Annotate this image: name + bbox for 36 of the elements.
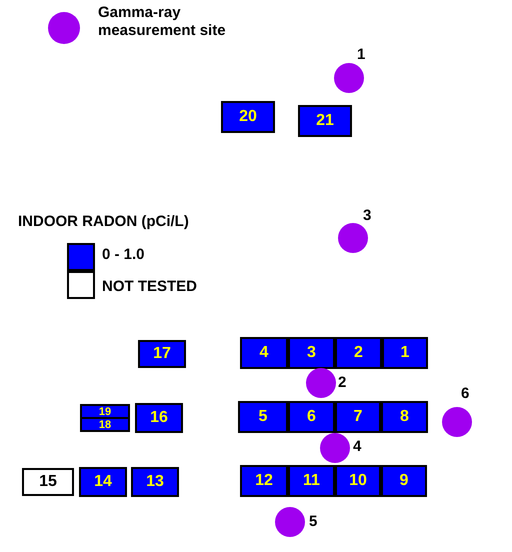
site-number: 6	[461, 385, 470, 402]
legend-text: 0 - 1.0	[102, 246, 145, 263]
legend-heading: INDOOR RADON (pCi/L)	[18, 213, 189, 230]
building-box: 2	[335, 337, 382, 369]
legend-text: NOT TESTED	[102, 278, 198, 295]
measurement-site-marker	[338, 223, 368, 253]
building-box: 8	[381, 401, 428, 433]
building-box: 18	[80, 417, 130, 432]
building-box: 1	[382, 337, 428, 369]
measurement-site-marker	[334, 63, 364, 93]
building-box: 13	[131, 467, 179, 497]
measurement-site-marker	[275, 507, 305, 537]
building-box: 3	[288, 337, 335, 369]
building-box: 6	[288, 401, 335, 433]
building-box: 21	[298, 105, 352, 137]
building-box: 14	[79, 467, 127, 497]
building-box: 11	[288, 465, 335, 497]
site-number: 3	[363, 207, 372, 224]
site-number: 5	[309, 513, 318, 530]
building-box: 15	[22, 468, 74, 496]
measurement-site-marker	[306, 368, 336, 398]
building-box: 17	[138, 340, 186, 368]
measurement-site-marker	[320, 433, 350, 463]
building-box: 4	[240, 337, 288, 369]
site-number: 4	[353, 438, 362, 455]
building-box: 16	[135, 403, 183, 433]
building-box: 20	[221, 101, 275, 133]
building-box: 7	[335, 401, 381, 433]
legend-text: Gamma-ray measurement site	[98, 4, 227, 40]
building-box: 12	[240, 465, 288, 497]
measurement-site-marker	[442, 407, 472, 437]
building-box: 10	[335, 465, 381, 497]
building-box: 9	[381, 465, 427, 497]
building-box: 5	[238, 401, 288, 433]
site-number: 2	[338, 374, 346, 391]
site-number: 1	[357, 46, 366, 63]
